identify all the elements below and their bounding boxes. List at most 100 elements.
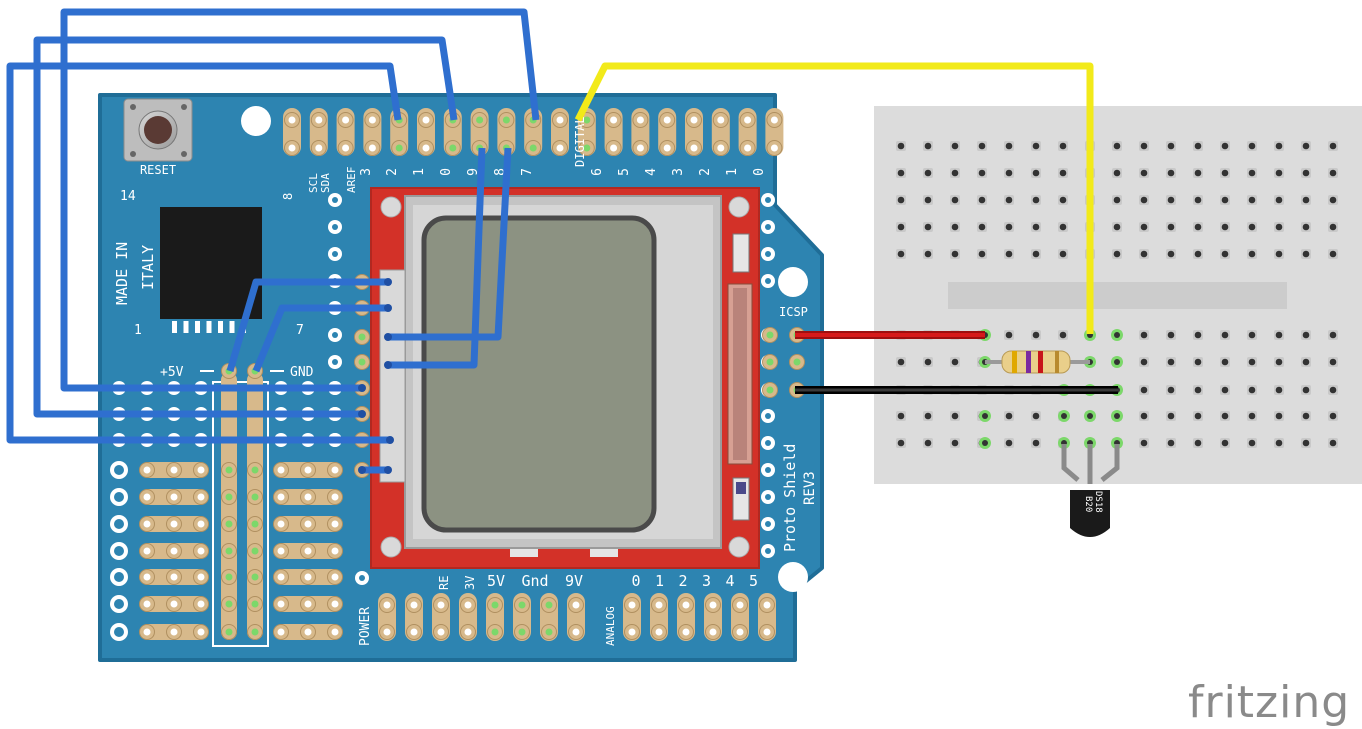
breadboard-hole	[1220, 411, 1230, 421]
digital-header-pin	[686, 112, 702, 128]
breadboard-hole	[1193, 195, 1203, 205]
proto-hole	[110, 623, 128, 641]
digital-pin-label: 0	[439, 168, 454, 176]
breadboard-hole	[1301, 357, 1311, 367]
breadboard-hole	[1220, 249, 1230, 259]
digital-pin-label: 5	[617, 168, 632, 176]
digital-header-pin	[337, 112, 354, 128]
breadboard-hole	[1139, 411, 1149, 421]
breadboard	[874, 106, 1362, 484]
power-pin-label: RE	[437, 576, 451, 590]
breadboard-hole	[950, 168, 960, 178]
proto-hole	[761, 274, 775, 288]
breadboard-hole	[1166, 411, 1176, 421]
breadboard-hole	[1166, 357, 1176, 367]
breadboard-hole	[1166, 249, 1176, 259]
icsp-label: ICSP	[779, 305, 808, 319]
breadboard-hole	[1139, 438, 1149, 448]
breadboard-hole	[1193, 141, 1203, 151]
lcd-header-pin	[354, 329, 370, 345]
mounting-hole	[778, 267, 808, 297]
breadboard-hole	[950, 249, 960, 259]
breadboard-hole	[950, 222, 960, 232]
proto-hole	[300, 569, 316, 585]
breadboard-hole	[1139, 249, 1149, 259]
chip-pin-7-label: 7	[296, 323, 304, 338]
digital-header-pin	[284, 112, 300, 128]
breadboard-hole	[1031, 330, 1041, 340]
breadboard-hole	[1274, 195, 1284, 205]
reset-button[interactable]	[123, 98, 193, 162]
analog-header-pin	[705, 624, 721, 640]
breadboard-hole	[1193, 168, 1203, 178]
breadboard-hole	[1193, 249, 1203, 259]
icsp-pin	[762, 327, 778, 343]
analog-header-pin	[678, 624, 694, 640]
wire-end	[358, 410, 366, 418]
wire-blue-d9b	[388, 147, 512, 341]
power-header-pin	[487, 624, 503, 640]
analog-header-pin	[759, 597, 775, 613]
breadboard-hole	[1247, 438, 1257, 448]
analog-label: ANALOG	[604, 606, 617, 646]
breadboard-hole	[1031, 438, 1041, 448]
proto-hole	[110, 515, 128, 533]
breadboard-hole	[977, 222, 987, 232]
breadboard-hole	[1058, 249, 1068, 259]
power-header-pin	[460, 597, 476, 613]
proto-hole	[193, 543, 209, 559]
power-label: POWER	[358, 607, 373, 646]
breadboard-hole	[950, 195, 960, 205]
power-pin-label: Gnd	[521, 572, 548, 590]
rail-pin-5v	[221, 489, 237, 505]
breadboard-hole	[1301, 222, 1311, 232]
proto-hole	[300, 462, 316, 478]
digital-header-pin	[444, 140, 461, 156]
proto-hole	[166, 462, 182, 478]
proto-hole	[328, 220, 342, 234]
proto-hole	[139, 516, 155, 532]
chip-pin-14-label: 14	[120, 189, 136, 204]
breadboard-hole	[1166, 168, 1176, 178]
wire-end	[384, 278, 392, 286]
breadboard-hole	[1031, 222, 1041, 232]
breadboard-hole	[1247, 141, 1257, 151]
breadboard-hole	[1328, 222, 1338, 232]
icsp-pin	[789, 354, 805, 370]
breadboard-hole	[1004, 195, 1014, 205]
chip-pin-1-label: 1	[134, 323, 142, 338]
proto-hole	[166, 543, 182, 559]
rail-pin-gnd	[247, 596, 263, 612]
breadboard-hole	[1328, 141, 1338, 151]
digital-label: DIGITAL	[573, 116, 587, 167]
rail-pin-5v	[221, 569, 237, 585]
proto-hole	[273, 543, 289, 559]
proto-hole	[193, 569, 209, 585]
wire-end	[384, 333, 392, 341]
proto-hole	[300, 516, 316, 532]
power-header-pin	[568, 597, 584, 613]
breadboard-hole	[923, 222, 933, 232]
proto-hole	[110, 461, 128, 479]
breadboard-hole	[1274, 438, 1284, 448]
breadboard-hole	[1301, 385, 1311, 395]
breadboard-hole	[1058, 168, 1068, 178]
proto-hole	[166, 489, 182, 505]
lcd-smd-part	[732, 233, 750, 273]
proto-hole	[110, 542, 128, 560]
wire-end	[384, 466, 392, 474]
wire-blue-d11	[33, 36, 458, 418]
breadboard-hole	[896, 438, 906, 448]
proto-hole	[110, 568, 128, 586]
breadboard-hole	[1031, 168, 1041, 178]
breadboard-hole	[1328, 249, 1338, 259]
digital-header-pin	[364, 112, 381, 128]
breadboard-hole	[896, 141, 906, 151]
proto-hole	[110, 488, 128, 506]
breadboard-hole	[1193, 411, 1203, 421]
digital-pin-label: 3	[359, 168, 374, 176]
power-pin-label: 3V	[463, 576, 477, 590]
power-header-pin	[568, 624, 584, 640]
digital-header-pin	[739, 112, 756, 128]
analog-pin-label: 3	[702, 572, 711, 590]
